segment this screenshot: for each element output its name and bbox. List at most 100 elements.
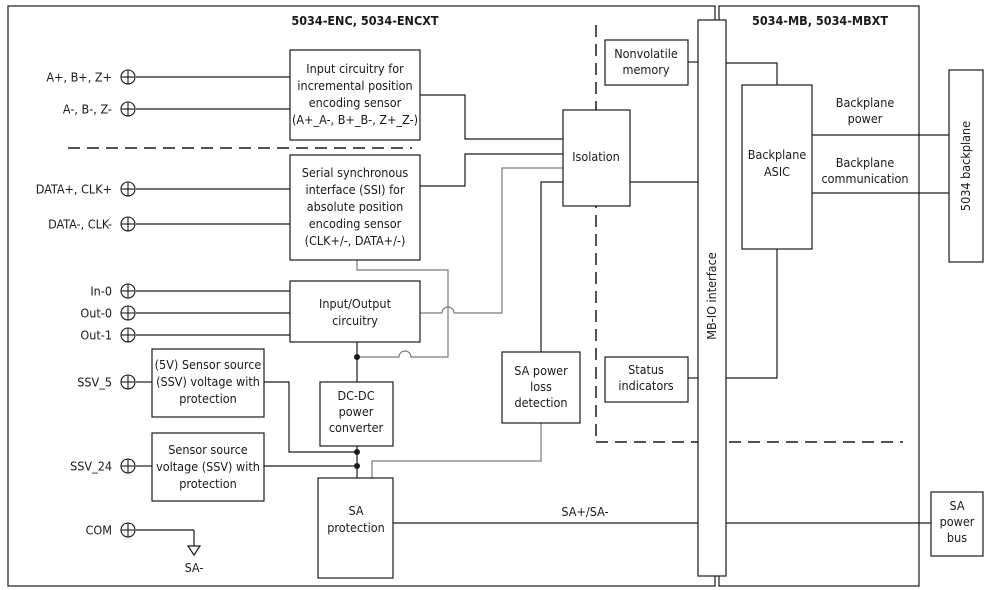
label-line: Backplane bbox=[836, 95, 895, 110]
label-line: (5V) Sensor source bbox=[155, 357, 262, 372]
label-line: (A+_A-, B+_B-, Z+_Z-) bbox=[292, 112, 418, 127]
terminal-group: A+, B+, Z+ A-, B-, Z- DATA+, CLK+ DATA-, CL… bbox=[36, 69, 136, 538]
block-mbio-label: MB-IO interface bbox=[704, 252, 719, 339]
block-sensor5: (5V) Sensor source (SSV) voltage with prot… bbox=[151, 348, 265, 418]
label-line: converter bbox=[329, 420, 384, 435]
label-line: ASIC bbox=[764, 164, 790, 179]
label-sa-line: SA+/SA- bbox=[561, 504, 608, 519]
label-line: Input circuitry for bbox=[306, 61, 404, 76]
terminal-data-clk-minus: DATA-, CLK- bbox=[48, 216, 136, 232]
terminal-label: Out-1 bbox=[80, 328, 112, 343]
terminal-data-clk-plus: DATA+, CLK+ bbox=[36, 181, 136, 197]
label-line: Sensor source bbox=[168, 442, 248, 457]
terminal-label: SSV_5 bbox=[77, 375, 112, 390]
terminal-ssv5: SSV_5 bbox=[77, 374, 136, 390]
label-line: power bbox=[940, 514, 975, 529]
block-incremental: Input circuitry for incremental position e… bbox=[289, 49, 421, 141]
label-line: SA bbox=[949, 498, 964, 513]
screw-terminal-icon bbox=[120, 69, 136, 85]
terminal-com: COM bbox=[86, 522, 136, 538]
terminal-out1: Out-1 bbox=[80, 327, 136, 343]
screw-terminal-icon bbox=[120, 374, 136, 390]
label-line: communication bbox=[822, 171, 909, 186]
block-backplane-label: 5034 backplane bbox=[958, 121, 973, 211]
block-backplane: 5034 backplane bbox=[948, 69, 984, 263]
junction-dot bbox=[354, 449, 360, 455]
label-line: power bbox=[339, 404, 374, 419]
terminal-label: A+, B+, Z+ bbox=[46, 70, 112, 85]
label-line: Input/Output bbox=[319, 296, 392, 311]
terminal-label: SSV_24 bbox=[70, 459, 112, 474]
terminal-label: Out-0 bbox=[80, 306, 112, 321]
junction-dot bbox=[354, 463, 360, 469]
label-line: loss bbox=[530, 379, 552, 394]
label-line: encoding sensor bbox=[309, 216, 402, 231]
block-io: Input/Output circuitry bbox=[289, 280, 421, 343]
block-io-label: Input/Output circuitry bbox=[319, 296, 392, 328]
terminal-label: DATA+, CLK+ bbox=[36, 182, 112, 197]
terminal-in0: In-0 bbox=[90, 283, 136, 299]
terminal-out0: Out-0 bbox=[80, 305, 136, 321]
screw-terminal-icon bbox=[120, 181, 136, 197]
label-line: incremental position bbox=[297, 78, 412, 93]
screw-terminal-icon bbox=[120, 216, 136, 232]
screw-terminal-icon bbox=[120, 283, 136, 299]
label-line: interface (SSI) for bbox=[305, 182, 405, 197]
block-mbio: MB-IO interface bbox=[697, 19, 727, 577]
block-incremental-label: Input circuitry for incremental position e… bbox=[292, 61, 418, 127]
block-isolation: Isolation bbox=[562, 109, 631, 207]
screw-terminal-icon bbox=[120, 458, 136, 474]
label-line: encoding sensor bbox=[309, 95, 402, 110]
label-line: bus bbox=[947, 530, 967, 545]
label-line: absolute position bbox=[307, 199, 403, 214]
label-line: memory bbox=[623, 62, 670, 77]
terminal-label: DATA-, CLK- bbox=[48, 217, 112, 232]
label-line: protection bbox=[179, 476, 236, 491]
label-sa-minus: SA- bbox=[185, 560, 204, 575]
label-line: Backplane bbox=[836, 155, 895, 170]
label-line: DC-DC bbox=[337, 388, 374, 403]
block-sensor5-label: (5V) Sensor source (SSV) voltage with prot… bbox=[155, 357, 262, 406]
mb-module-title: 5034-MB, 5034-MBXT bbox=[752, 13, 888, 28]
label-line: protection bbox=[179, 391, 236, 406]
label-line: Nonvolatile bbox=[614, 46, 678, 61]
label-line: circuitry bbox=[332, 313, 378, 328]
screw-terminal-icon bbox=[120, 522, 136, 538]
label-line: indicators bbox=[618, 378, 673, 393]
label-line: Isolation bbox=[572, 149, 620, 164]
label-line: power bbox=[848, 111, 883, 126]
block-isolation-label: Isolation bbox=[572, 149, 620, 164]
terminal-label: In-0 bbox=[90, 284, 112, 299]
label-line: Backplane bbox=[748, 147, 807, 162]
terminal-abz-plus: A+, B+, Z+ bbox=[46, 69, 136, 85]
enc-module-title: 5034-ENC, 5034-ENCXT bbox=[291, 13, 438, 28]
terminal-ssv24: SSV_24 bbox=[70, 458, 136, 474]
label-line: Status bbox=[628, 362, 664, 377]
terminal-abz-minus: A-, B-, Z- bbox=[63, 101, 136, 117]
screw-terminal-icon bbox=[120, 305, 136, 321]
label-line: (SSV) voltage with bbox=[156, 374, 260, 389]
label-line: detection bbox=[514, 395, 567, 410]
screw-terminal-icon bbox=[120, 327, 136, 343]
label-line: protection bbox=[327, 520, 384, 535]
terminal-label: COM bbox=[86, 523, 112, 538]
